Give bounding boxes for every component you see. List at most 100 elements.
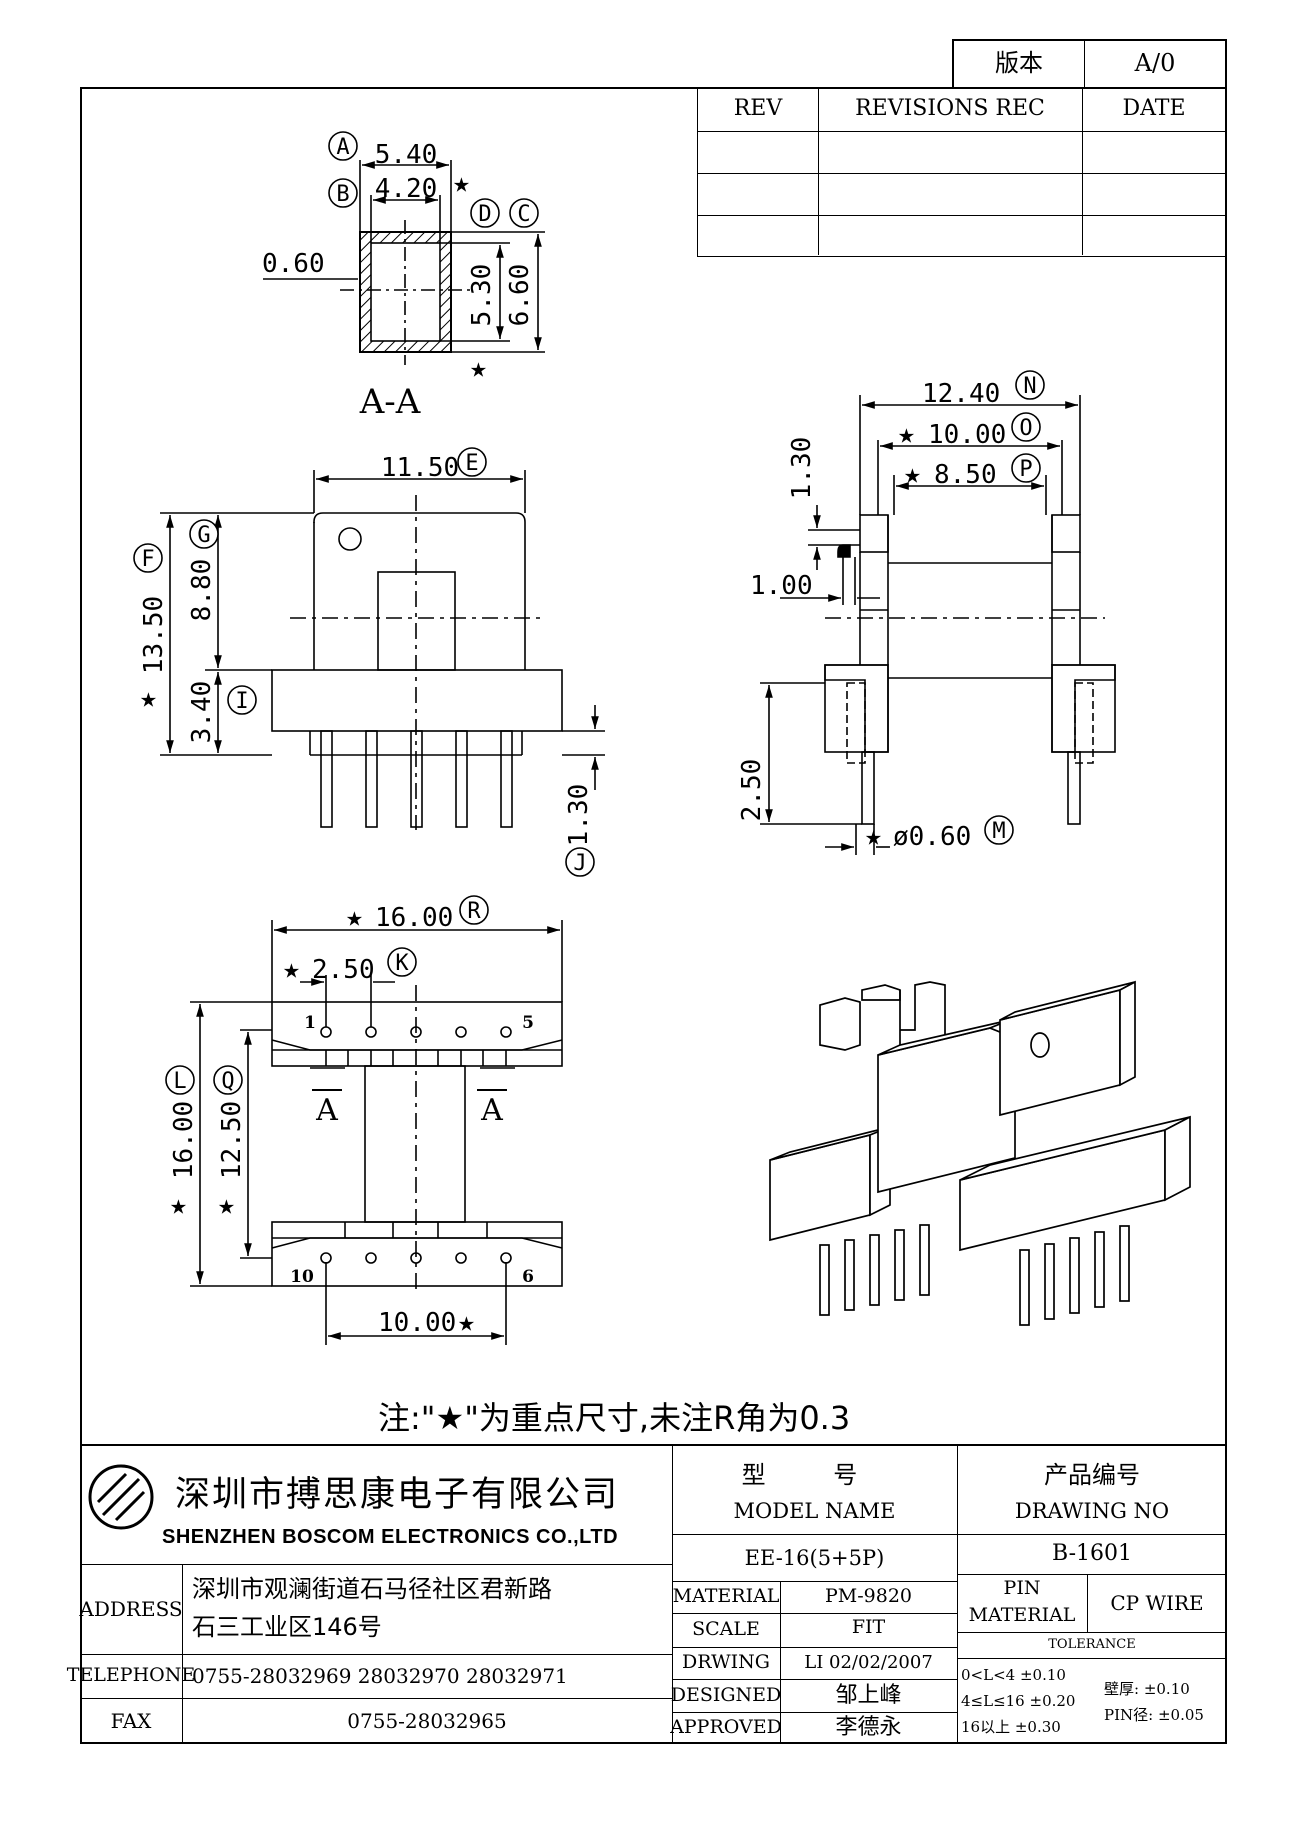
dim-front-base-h: 3.40 (187, 681, 217, 744)
pin-material-label-1: PIN (1003, 1577, 1041, 1600)
scale-label: SCALE (692, 1618, 760, 1641)
scale-value: FIT (851, 1616, 886, 1639)
marker-p: P (1011, 453, 1041, 483)
address-label: ADDRESS (79, 1596, 183, 1621)
pin-material-value: CP WIRE (1110, 1590, 1204, 1615)
pin-label-1: 1 (304, 1013, 316, 1033)
dim-section-wall: 0.60 (262, 249, 325, 279)
dim-front-pin-len: 1.30 (564, 784, 594, 847)
approved-label: APPROVED (670, 1716, 782, 1739)
tolerance-row-2: 4≤L≤16 ±0.20 (961, 1692, 1076, 1711)
svg-text:B: B (336, 182, 349, 207)
svg-text:N: N (1023, 374, 1036, 399)
address-line-1: 深圳市观澜街道石马径社区君新路 (192, 1575, 552, 1604)
front-view (160, 470, 605, 830)
company-logo-icon (88, 1464, 154, 1530)
dim-front-upper-h: 8.80 (187, 559, 217, 622)
tolerance-label: TOLERANCE (1048, 1636, 1136, 1652)
dim-front-width: 11.50 (381, 453, 459, 483)
revisions-rec-header: REVISIONS REC (855, 96, 1045, 122)
dim-side-p: 8.50 (934, 460, 997, 490)
svg-text:C: C (517, 202, 530, 227)
star-icon: ★ (283, 952, 300, 985)
svg-text:A: A (336, 135, 349, 160)
designed-label: DESIGNED (670, 1683, 782, 1706)
drawing-no-cn: 产品编号 (1044, 1461, 1140, 1490)
drwing-value: LI 02/02/2007 (804, 1651, 933, 1673)
svg-text:K: K (395, 951, 409, 976)
section-title: A-A (359, 382, 421, 422)
fax-label: FAX (110, 1708, 152, 1733)
pin-label-6: 6 (522, 1267, 534, 1287)
address-line-2: 石三工业区146号 (192, 1613, 382, 1642)
svg-text:I: I (235, 689, 248, 714)
star-icon: ★ (170, 1188, 187, 1221)
dim-side-pin: 2.50 (737, 759, 767, 822)
material-value: PM-9820 (824, 1585, 912, 1608)
dim-section-outer-h: 6.60 (505, 264, 535, 327)
star-icon: ★ (218, 1188, 235, 1221)
dim-side-o: 10.00 (928, 420, 1006, 450)
pin-label-10: 10 (290, 1267, 314, 1287)
star-icon: ★ (453, 166, 470, 199)
dim-front-total-h: 13.50 (139, 596, 169, 674)
approved-value: 李德永 (835, 1715, 902, 1741)
front-pins (320, 730, 513, 828)
date-header: DATE (1122, 96, 1186, 122)
bottom-slots (325, 1050, 507, 1238)
marker-l: L (165, 1065, 195, 1095)
model-name-cn: 型 号 (741, 1461, 888, 1490)
company-name-en: SHENZHEN BOSCOM ELECTRONICS CO.,LTD (162, 1526, 619, 1548)
dim-bottom-pitch: 10.00 (378, 1308, 456, 1338)
marker-k: K (387, 947, 417, 977)
marker-g: G (189, 519, 219, 549)
drawing-no-en: DRAWING NO (1014, 1498, 1170, 1523)
svg-text:L: L (173, 1069, 186, 1094)
dim-bottom-k: 2.50 (312, 955, 375, 985)
svg-text:Q: Q (221, 1069, 234, 1094)
version-label: 版本 (995, 49, 1043, 78)
star-icon: ★ (140, 681, 157, 714)
version-box: 版本 A/0 (952, 39, 1227, 89)
telephone-label: TELEPHONE (66, 1664, 196, 1687)
dim-section-a: 5.40 (375, 140, 438, 170)
isometric-view (769, 980, 1191, 1326)
marker-c: C (509, 198, 539, 228)
title-block: 深圳市搏思康电子有限公司 SHENZHEN BOSCOM ELECTRONICS… (66, 1444, 1227, 1744)
section-cut-right: A (480, 1093, 503, 1128)
drawing-note: 注:"★"为重点尺寸,未注R角为0.3 (378, 1399, 851, 1437)
drwing-label: DRWING (682, 1651, 770, 1674)
dim-side-top: 1.30 (787, 437, 817, 500)
revisions-table: REV REVISIONS REC DATE (697, 87, 1227, 257)
svg-text:R: R (467, 899, 481, 924)
dim-side-n: 12.40 (922, 379, 1000, 409)
version-value: A/0 (1134, 49, 1176, 78)
section-cut-left: A (315, 1093, 338, 1128)
star-icon: ★ (865, 819, 882, 852)
svg-text:D: D (478, 202, 491, 227)
star-icon: ★ (346, 900, 363, 933)
dim-side-slot: 1.00 (750, 571, 813, 601)
svg-text:M: M (992, 819, 1005, 844)
marker-r: R (459, 895, 489, 925)
designed-value: 邹上峰 (835, 1682, 902, 1708)
marker-e: E (457, 447, 487, 477)
technical-drawing: 5.40 4.20 0.60 5.30 6.60 11.50 13.50 8.8… (133, 131, 1191, 1345)
material-label: MATERIAL (672, 1585, 780, 1608)
dim-section-b: 4.20 (375, 174, 438, 204)
svg-text:E: E (465, 451, 478, 476)
svg-text:G: G (197, 523, 210, 548)
fax-value: 0755-28032965 (347, 1708, 507, 1733)
dim-bottom-q: 12.50 (217, 1101, 247, 1179)
marker-n: N (1015, 370, 1045, 400)
sheet-border (80, 87, 1227, 1744)
marker-b: B (328, 178, 358, 208)
section-a-a-view (263, 160, 545, 365)
marker-i: I (227, 685, 257, 715)
model-name-en: MODEL NAME (733, 1498, 896, 1523)
marker-f: F (133, 543, 163, 573)
company-header: 深圳市搏思康电子有限公司 SHENZHEN BOSCOM ELECTRONICS… (80, 1446, 672, 1564)
svg-text:J: J (573, 851, 586, 876)
wall-tolerance: 壁厚: ±0.10 (1104, 1680, 1190, 1699)
